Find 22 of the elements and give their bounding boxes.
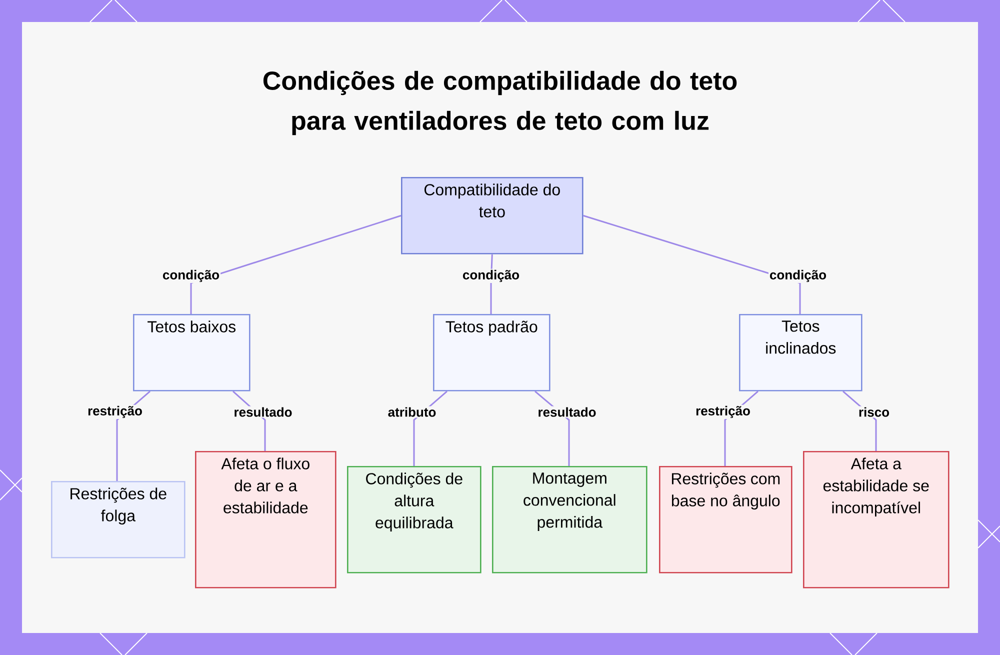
root-box: Compatibilidade do teto [401,177,584,254]
outcome-box: Condições de altura equilibrada [347,466,482,574]
edge-label: atributo [386,406,438,418]
edge-label: condição [161,268,221,284]
outcome-box: Restrições com base no ângulo [659,466,792,574]
category-box: Tetos inclinados [739,314,862,392]
edge-label: condição [461,268,521,284]
edge-label: resultado [232,406,294,418]
edge-label: risco [857,406,891,418]
edge-label: restrição [694,404,752,420]
edge-label: condição [768,268,828,284]
connector [190,214,402,314]
title: Condições de compatibilidade do teto para ventiladores de teto com luz [263,70,737,136]
outcome-box: Afeta a estabilidade se incompatível [803,451,950,588]
category-box: Tetos padrão [433,314,550,392]
outcome-box: Afeta o fluxo de ar e a estabilidade [195,451,336,588]
edge-label: resultado [536,406,598,418]
edge-label: restrição [86,404,144,420]
category-box: Tetos baixos [133,314,250,392]
connector [583,214,801,314]
outcome-box: Restrições de folga [51,481,186,558]
outcome-box: Montagem convencional permitida [492,466,648,574]
